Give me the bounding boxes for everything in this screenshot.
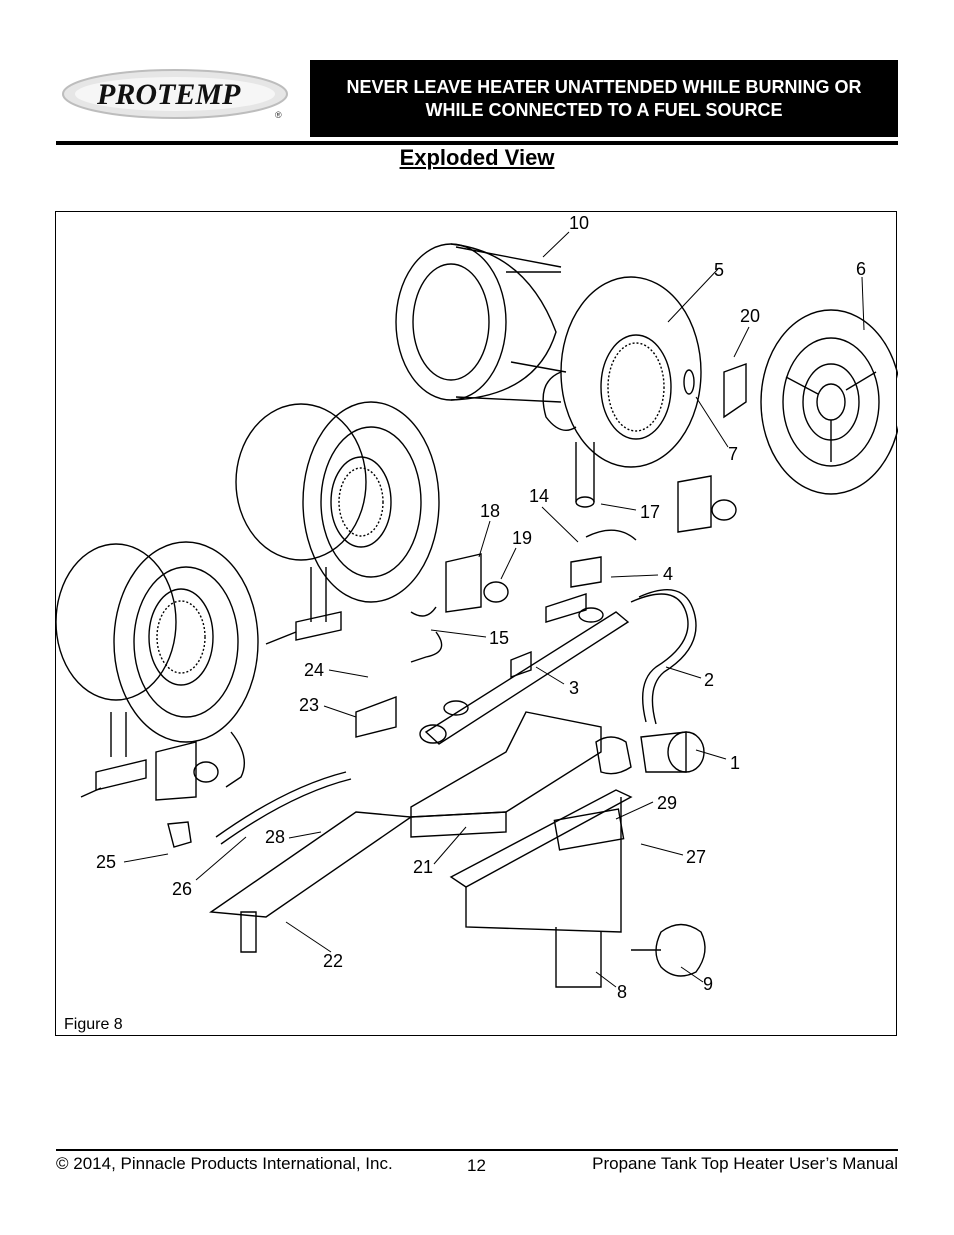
bracket-23 — [355, 695, 397, 738]
warning-line-1: NEVER LEAVE HEATER UNATTENDED WHILE BURN… — [346, 76, 862, 97]
footer-page-number: 12 — [467, 1156, 486, 1175]
footer-copyright: © 2014, Pinnacle Products International,… — [56, 1154, 393, 1173]
callout-5: 5 — [714, 260, 725, 280]
footer-manual-title: Propane Tank Top Heater User’s Manual — [592, 1154, 898, 1173]
header-divider — [56, 141, 898, 145]
callout-26: 26 — [172, 879, 193, 899]
igniter-left — [155, 741, 197, 801]
page-title: Exploded View — [399, 145, 555, 170]
callout-6: 6 — [856, 259, 867, 279]
callout-2: 2 — [704, 670, 715, 690]
warning-line-2: WHILE CONNECTED TO A FUEL SOURCE — [425, 99, 783, 120]
footer-divider — [56, 1149, 898, 1151]
callout-4: 4 — [663, 564, 674, 584]
guard-6 — [760, 309, 898, 495]
figure-caption: Figure 8 — [64, 1016, 123, 1033]
callout-14: 14 — [529, 486, 550, 506]
callout-10: 10 — [569, 213, 590, 233]
callout-3: 3 — [569, 678, 580, 698]
callout-9: 9 — [703, 974, 714, 994]
cap-25 — [167, 821, 192, 848]
reflector-guard-10 — [395, 243, 567, 403]
callout-7: 7 — [728, 444, 739, 464]
callout-24: 24 — [304, 660, 325, 680]
heater-head-left — [56, 541, 259, 798]
hose-26 — [215, 771, 347, 838]
hose-2 — [630, 593, 689, 723]
bracket-21 — [410, 711, 602, 818]
regulator-1 — [595, 731, 705, 775]
exploded-view-figure: 10 5 6 20 7 14 17 18 19 4 15 24 23 3 2 1… — [55, 211, 898, 1036]
exploded-view-drawing — [56, 231, 898, 988]
callout-15: 15 — [489, 628, 510, 648]
callout-19: 19 — [512, 528, 533, 548]
bracket-20 — [723, 363, 747, 419]
callout-22: 22 — [323, 951, 344, 971]
bracket-22 — [209, 811, 413, 918]
reflector-5 — [542, 276, 702, 508]
igniter-18 — [445, 553, 482, 613]
callout-23: 23 — [299, 695, 320, 715]
callout-17: 17 — [640, 502, 661, 522]
valve-4 — [570, 556, 602, 588]
brand-logo: PROTEMP ® — [57, 62, 307, 124]
heater-head-middle — [235, 401, 440, 645]
manifold-3 — [424, 611, 630, 745]
callout-29: 29 — [657, 793, 678, 813]
callout-8: 8 — [617, 982, 628, 1002]
callout-28: 28 — [265, 827, 286, 847]
igniter-right — [677, 475, 712, 533]
callout-1: 1 — [730, 753, 741, 773]
svg-text:®: ® — [275, 110, 282, 120]
mount-8 — [449, 789, 633, 988]
callout-21: 21 — [413, 857, 434, 877]
warning-banner: NEVER LEAVE HEATER UNATTENDED WHILE BURN… — [310, 60, 898, 137]
callout-27: 27 — [686, 847, 707, 867]
logo-text: PROTEMP — [96, 78, 241, 111]
callout-25: 25 — [96, 852, 117, 872]
knob-9 — [631, 923, 706, 977]
callout-18: 18 — [480, 501, 501, 521]
callout-20: 20 — [740, 306, 761, 326]
